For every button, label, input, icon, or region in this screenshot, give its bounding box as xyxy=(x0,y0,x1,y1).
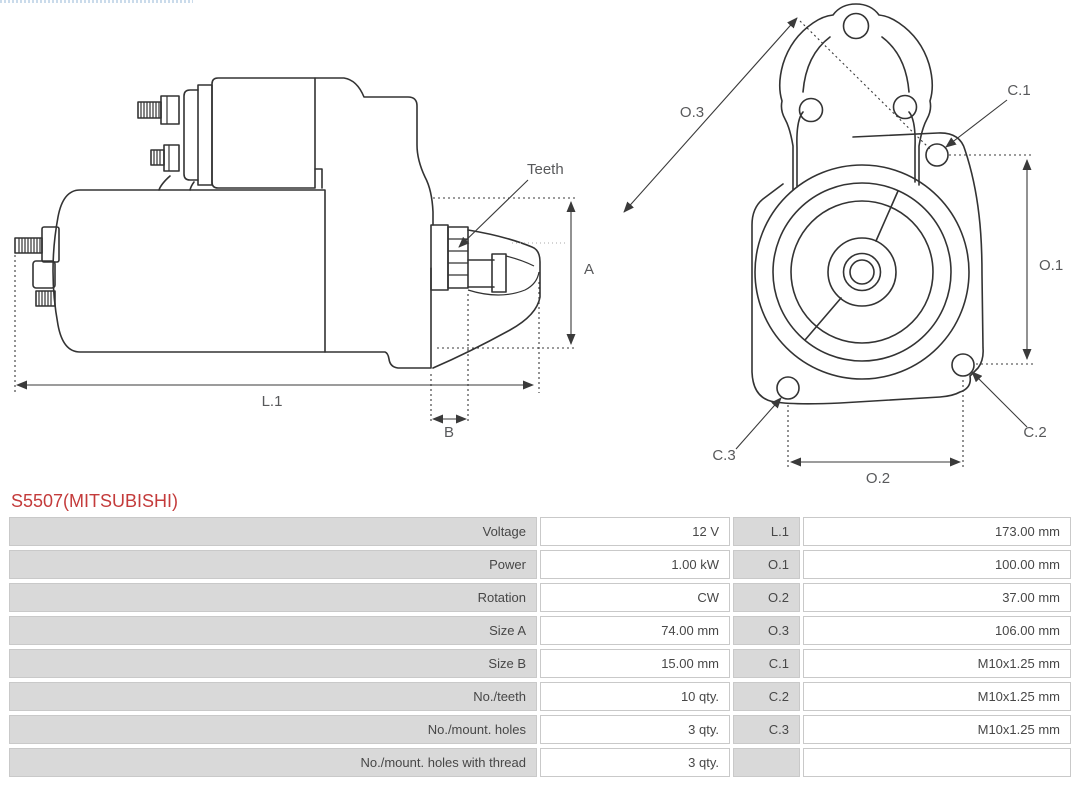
teeth-leader-arrow xyxy=(458,179,529,248)
spec-code-cell: C.3 xyxy=(733,715,800,744)
product-title: S5507(MITSUBISHI) xyxy=(11,491,179,511)
hole-c2-label: C.2 xyxy=(1023,424,1046,441)
mount-hole-c2 xyxy=(951,353,975,377)
spec-row: Voltage 12 V L.1 173.00 mm xyxy=(9,517,1071,546)
spec-label-cell: Size A xyxy=(9,616,537,645)
spec-code-value-cell: 173.00 mm xyxy=(803,517,1071,546)
logo-artifact xyxy=(0,0,193,3)
dim-o3-label: O.3 xyxy=(680,104,704,121)
motor-body xyxy=(52,189,326,353)
spec-code-value-cell: M10x1.25 mm xyxy=(803,682,1071,711)
spec-row: Rotation CW O.2 37.00 mm xyxy=(9,583,1071,612)
dim-o2-label: O.2 xyxy=(866,470,890,487)
spec-code-cell: O.1 xyxy=(733,550,800,579)
spec-row: Size B 15.00 mm C.1 M10x1.25 mm xyxy=(9,649,1071,678)
spec-code-value-cell: M10x1.25 mm xyxy=(803,715,1071,744)
spec-label-cell: Voltage xyxy=(9,517,537,546)
spec-code-value-cell: 100.00 mm xyxy=(803,550,1071,579)
side-view-drawing: Teeth A L.1 B xyxy=(14,77,594,441)
spec-label-cell: Rotation xyxy=(9,583,537,612)
battery-terminals xyxy=(14,226,60,307)
spec-code-cell: C.2 xyxy=(733,682,800,711)
dimension-o3: O.3 xyxy=(623,17,931,213)
spec-code-cell xyxy=(733,748,800,777)
spec-value-cell: 74.00 mm xyxy=(540,616,730,645)
dim-a-label: A xyxy=(584,261,594,278)
label-c1: C.1 xyxy=(945,82,1031,148)
dim-o1-label: O.1 xyxy=(1039,257,1063,274)
front-view-drawing: O.3 C.1 O.1 O.2 C.3 C.2 xyxy=(623,3,1063,487)
spec-row: Power 1.00 kW O.1 100.00 mm xyxy=(9,550,1071,579)
spec-value-cell: 3 qty. xyxy=(540,748,730,777)
pinion-gear xyxy=(430,224,507,293)
drive-housing xyxy=(314,77,541,369)
top-bracket xyxy=(778,3,934,191)
spec-value-cell: 10 qty. xyxy=(540,682,730,711)
hole-c3-label: C.3 xyxy=(712,447,735,464)
spec-row: No./mount. holes 3 qty. C.3 M10x1.25 mm xyxy=(9,715,1071,744)
dimension-a: A xyxy=(433,197,594,349)
spec-value-cell: 15.00 mm xyxy=(540,649,730,678)
spec-code-value-cell xyxy=(803,748,1071,777)
spec-code-cell: L.1 xyxy=(733,517,800,546)
spec-table: Voltage 12 V L.1 173.00 mm Power 1.00 kW… xyxy=(9,517,1071,777)
spec-code-cell: O.3 xyxy=(733,616,800,645)
spec-code-value-cell: M10x1.25 mm xyxy=(803,649,1071,678)
starter-motor-diagram: Teeth A L.1 B xyxy=(14,3,1063,487)
spec-value-cell: 1.00 kW xyxy=(540,550,730,579)
spec-code-cell: C.1 xyxy=(733,649,800,678)
spec-label-cell: Size B xyxy=(9,649,537,678)
solenoid xyxy=(137,77,323,191)
dimension-b: B xyxy=(430,294,469,441)
teeth-label: Teeth xyxy=(527,161,564,178)
label-c3: C.3 xyxy=(712,397,782,464)
mount-hole-c1 xyxy=(925,143,949,167)
hole-c1-label: C.1 xyxy=(1007,82,1030,99)
spec-label-cell: No./mount. holes with thread xyxy=(9,748,537,777)
motor-face-circles xyxy=(754,164,970,380)
dimension-o1: O.1 xyxy=(949,154,1063,365)
dim-l1-label: L.1 xyxy=(262,393,283,410)
spec-value-cell: CW xyxy=(540,583,730,612)
mounting-flange xyxy=(751,132,984,405)
dimension-o2: O.2 xyxy=(787,380,964,487)
spec-code-value-cell: 106.00 mm xyxy=(803,616,1071,645)
spec-label-cell: No./teeth xyxy=(9,682,537,711)
top-hole xyxy=(842,12,870,40)
spec-row: No./mount. holes with thread 3 qty. xyxy=(9,748,1071,777)
spec-row: No./teeth 10 qty. C.2 M10x1.25 mm xyxy=(9,682,1071,711)
bracket-hole-right xyxy=(892,94,918,120)
spec-row: Size A 74.00 mm O.3 106.00 mm xyxy=(9,616,1071,645)
spec-label-cell: No./mount. holes xyxy=(9,715,537,744)
dim-b-label: B xyxy=(444,424,454,441)
bracket-hole-left xyxy=(798,97,824,123)
spec-code-value-cell: 37.00 mm xyxy=(803,583,1071,612)
spec-value-cell: 12 V xyxy=(540,517,730,546)
label-c2: C.2 xyxy=(971,371,1047,441)
mount-hole-c3 xyxy=(776,376,800,400)
spec-label-cell: Power xyxy=(9,550,537,579)
spec-code-cell: O.2 xyxy=(733,583,800,612)
dimension-l1: L.1 xyxy=(14,250,540,410)
technical-drawings: Teeth A L.1 B xyxy=(14,3,1063,487)
spec-value-cell: 3 qty. xyxy=(540,715,730,744)
